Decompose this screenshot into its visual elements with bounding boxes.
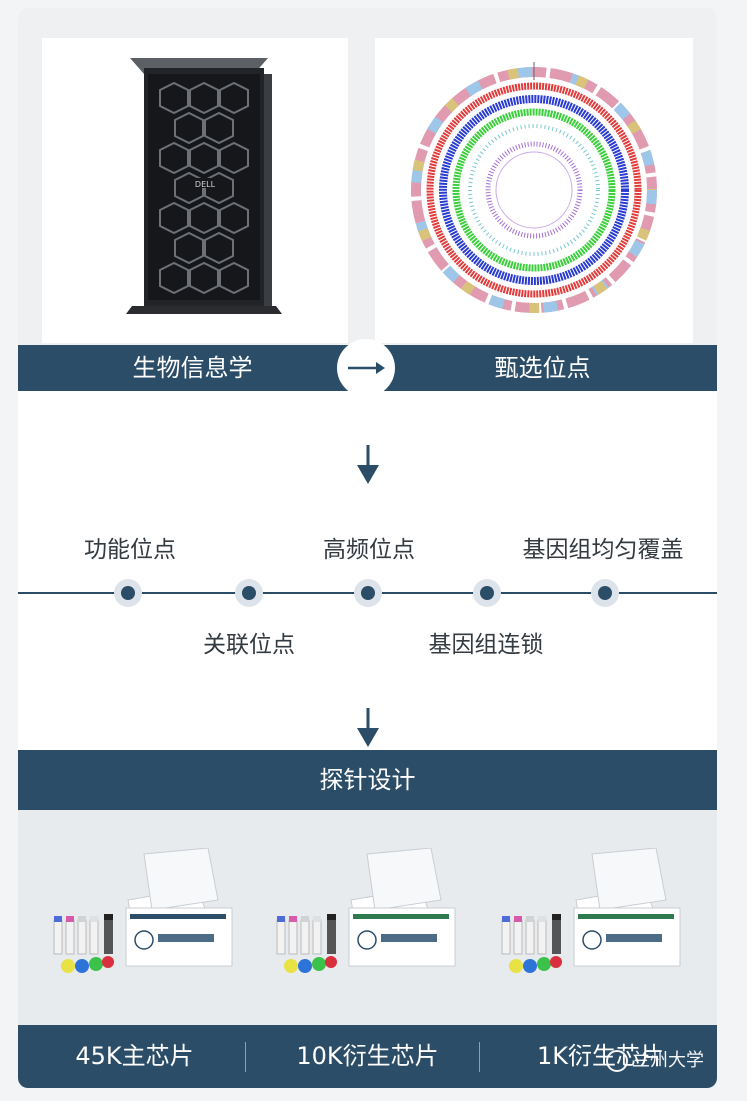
association-site-label: 关联位点 xyxy=(203,632,295,658)
kit-image-area xyxy=(18,810,717,1025)
product-1k-label: 1K衍生芯片 xyxy=(536,1042,664,1070)
timeline-dot xyxy=(591,579,619,607)
divider xyxy=(245,1042,246,1072)
product-45k-label: 45K主芯片 xyxy=(75,1042,194,1070)
circos-genome-plot-image xyxy=(411,62,657,313)
product-label-band: 45K主芯片 10K衍生芯片 1K衍生芯片 xyxy=(18,1025,717,1088)
right-arrow-icon xyxy=(348,362,385,374)
server-brand: DELL xyxy=(195,180,216,189)
tower-server-image: DELL xyxy=(126,58,282,314)
product-10k-label: 10K衍生芯片 xyxy=(296,1042,439,1070)
kit-product-image-10k xyxy=(276,848,456,973)
down-arrow-icon xyxy=(357,445,379,484)
functional-site-label: 功能位点 xyxy=(84,537,176,563)
genome-linkage-label: 基因组连锁 xyxy=(428,632,544,658)
kit-product-image-1k xyxy=(501,848,681,973)
workflow-card: DELL xyxy=(18,8,717,1088)
timeline-dot xyxy=(354,579,382,607)
timeline-dot xyxy=(235,579,263,607)
watermark: 兰州大学 xyxy=(606,1046,704,1072)
timeline-dot xyxy=(473,579,501,607)
right-arrow-circle xyxy=(337,339,395,397)
bioinformatics-label: 生物信息学 xyxy=(132,354,253,382)
circos-image-panel xyxy=(375,38,693,343)
kit-product-image-45k xyxy=(53,848,233,973)
weibo-logo-icon xyxy=(606,1050,628,1072)
watermark-text: 兰州大学 xyxy=(632,1050,704,1071)
top-image-area: DELL xyxy=(18,8,717,345)
probe-design-band: 探针设计 xyxy=(18,750,717,810)
genome-coverage-label: 基因组均匀覆盖 xyxy=(522,537,684,563)
timeline-dot xyxy=(114,579,142,607)
down-arrow-icon xyxy=(357,708,379,747)
server-image-panel: DELL xyxy=(42,38,348,343)
divider xyxy=(479,1042,480,1072)
site-selection-label: 甄选位点 xyxy=(494,354,591,382)
high-frequency-site-label: 高频位点 xyxy=(323,537,415,563)
